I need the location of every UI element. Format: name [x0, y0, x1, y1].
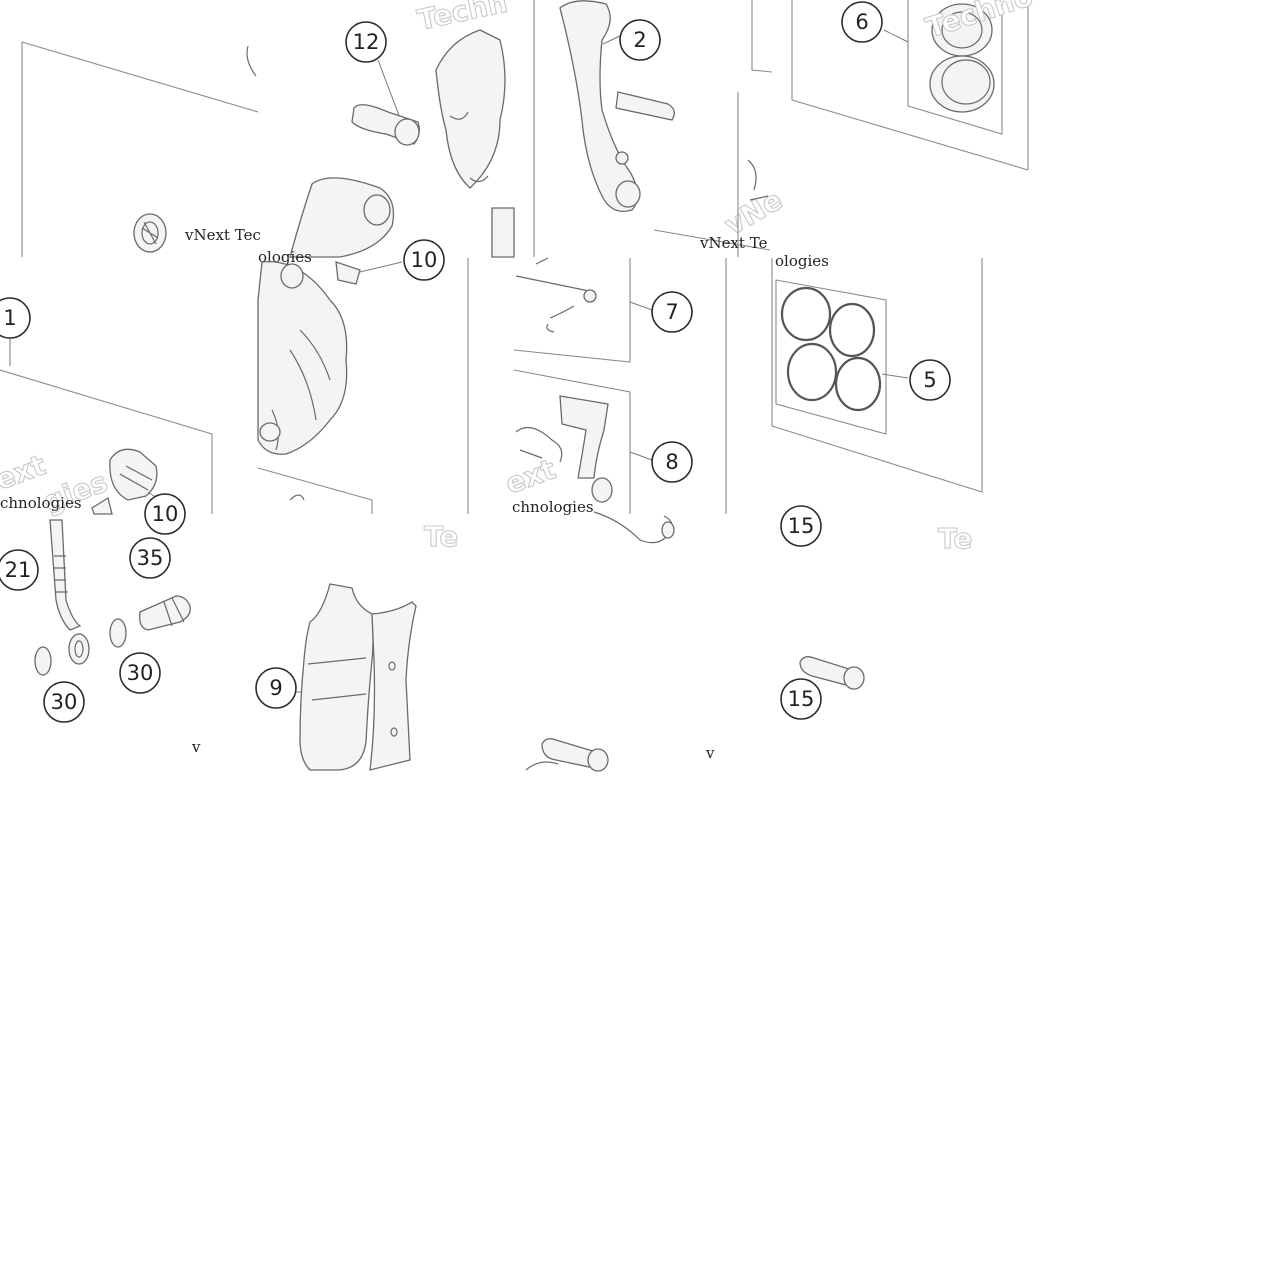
brake-hose-part	[49, 519, 90, 665]
tile-r2c1: 1 10 ext gies chnologies	[0, 297, 213, 535]
watermark-text: chnologies	[512, 498, 594, 516]
svg-text:35: 35	[137, 546, 164, 570]
callout-35[interactable]: 35	[129, 537, 171, 579]
banjo-bolt-part	[139, 595, 191, 631]
svg-text:10: 10	[152, 502, 179, 526]
watermark-text: Te	[424, 520, 458, 553]
piston-seal-kit-part	[780, 286, 882, 412]
callout-10[interactable]: 10	[144, 493, 186, 535]
svg-text:1: 1	[3, 306, 16, 330]
caliper-bolt-part	[351, 104, 420, 146]
svg-text:30: 30	[127, 661, 154, 685]
tile-r1c3: 2 vNext Te vNe	[533, 0, 789, 257]
brake-pad-part	[299, 583, 417, 771]
pin-bolt-part	[799, 656, 865, 690]
tile-r3c3: v	[525, 738, 715, 772]
svg-text:5: 5	[923, 368, 936, 392]
svg-text:2: 2	[633, 28, 646, 52]
svg-text:12: 12	[353, 30, 380, 54]
brake-lever-part	[559, 0, 675, 213]
svg-text:21: 21	[5, 558, 32, 582]
tile-r1c1: vNext Tec	[21, 41, 261, 257]
tile-r3c4: 15 15 Te	[780, 505, 973, 720]
svg-text:7: 7	[665, 300, 678, 324]
watermark-text: v	[705, 744, 715, 762]
svg-text:15: 15	[788, 687, 815, 711]
tile-r1c4: 6 Techno ologies	[737, 0, 1037, 270]
callout-6[interactable]: 6	[841, 1, 883, 43]
callout-9[interactable]: 9	[255, 667, 297, 709]
bleed-valve-part	[91, 448, 158, 515]
pad-spring-part	[515, 395, 613, 503]
callout-1[interactable]: 1	[0, 297, 31, 339]
callout-15[interactable]: 15	[780, 505, 822, 547]
svg-text:9: 9	[269, 676, 282, 700]
caliper-bracket-part	[289, 29, 515, 258]
svg-text:30: 30	[51, 690, 78, 714]
watermark-text: ext	[501, 452, 560, 500]
pin-bolt-part	[541, 738, 609, 772]
callout-8[interactable]: 8	[651, 441, 693, 483]
callout-10[interactable]: 10	[403, 239, 445, 281]
watermark-text: Te	[938, 522, 972, 555]
callout-5[interactable]: 5	[909, 359, 951, 401]
svg-text:6: 6	[855, 10, 868, 34]
tile-r3c1: 21 35 30 30 v	[0, 519, 201, 756]
bleed-screw-part	[133, 213, 167, 253]
watermark-text: Techn	[415, 0, 511, 37]
piston-part	[929, 3, 995, 113]
watermark-text: ologies	[775, 252, 829, 270]
watermark-text: vNext Tec	[184, 226, 261, 244]
svg-text:10: 10	[411, 248, 438, 272]
callout-7[interactable]: 7	[651, 291, 693, 333]
svg-text:8: 8	[665, 450, 678, 474]
callout-15[interactable]: 15	[780, 678, 822, 720]
watermark-text: vNext Te	[699, 234, 768, 252]
tile-r3c2: 9 Te	[255, 519, 459, 771]
watermark-text: v	[191, 738, 201, 756]
caliper-body-part	[257, 261, 348, 455]
tile-r2c2: 10	[257, 239, 469, 514]
callout-21[interactable]: 21	[0, 549, 39, 591]
tile-r1c2: 12 Techn ologies	[258, 0, 515, 266]
callout-30[interactable]: 30	[43, 681, 85, 723]
callout-30[interactable]: 30	[119, 652, 161, 694]
tile-r2c3: 7 8 ext chnologies	[501, 257, 693, 544]
svg-text:15: 15	[788, 514, 815, 538]
callout-2[interactable]: 2	[619, 19, 661, 61]
callout-12[interactable]: 12	[345, 21, 387, 63]
tile-r2c4: 5	[725, 258, 983, 514]
watermark-text: chnologies	[0, 494, 82, 512]
